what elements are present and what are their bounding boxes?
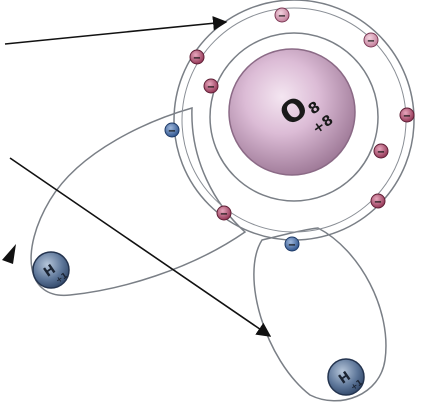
electron-bond-left-red: − xyxy=(217,206,231,220)
svg-text:−: − xyxy=(377,147,385,158)
electron-outer-2: − xyxy=(364,33,378,47)
electron-bond-bottom-red: − xyxy=(371,194,385,208)
hydrogen-nucleus-left: H +1 xyxy=(33,252,70,288)
svg-text:−: − xyxy=(168,126,176,137)
svg-text:−: − xyxy=(220,209,228,220)
arrow-to-outer-shell xyxy=(5,22,226,44)
electron-outer-3: − xyxy=(190,50,204,64)
svg-text:−: − xyxy=(278,11,286,22)
svg-text:−: − xyxy=(374,197,382,208)
electron-inner-1: − xyxy=(204,79,218,93)
svg-text:−: − xyxy=(288,240,296,251)
electron-bond-bottom-blue: − xyxy=(285,237,299,251)
svg-text:−: − xyxy=(367,36,375,47)
electron-inner-2: − xyxy=(374,144,388,158)
hydrogen-nucleus-bottom: H +1 xyxy=(328,359,365,395)
electron-bond-left-blue: − xyxy=(165,123,179,137)
electron-outer-1: − xyxy=(275,8,289,22)
svg-text:−: − xyxy=(403,111,411,122)
hydrogen-bottom-orbital-lobe xyxy=(254,228,386,401)
arrow-to-bottom-lobe xyxy=(10,158,270,336)
arrowhead-left-lobe xyxy=(2,244,16,264)
electron-outer-4: − xyxy=(400,108,414,122)
svg-text:−: − xyxy=(207,82,215,93)
svg-text:−: − xyxy=(193,53,201,64)
